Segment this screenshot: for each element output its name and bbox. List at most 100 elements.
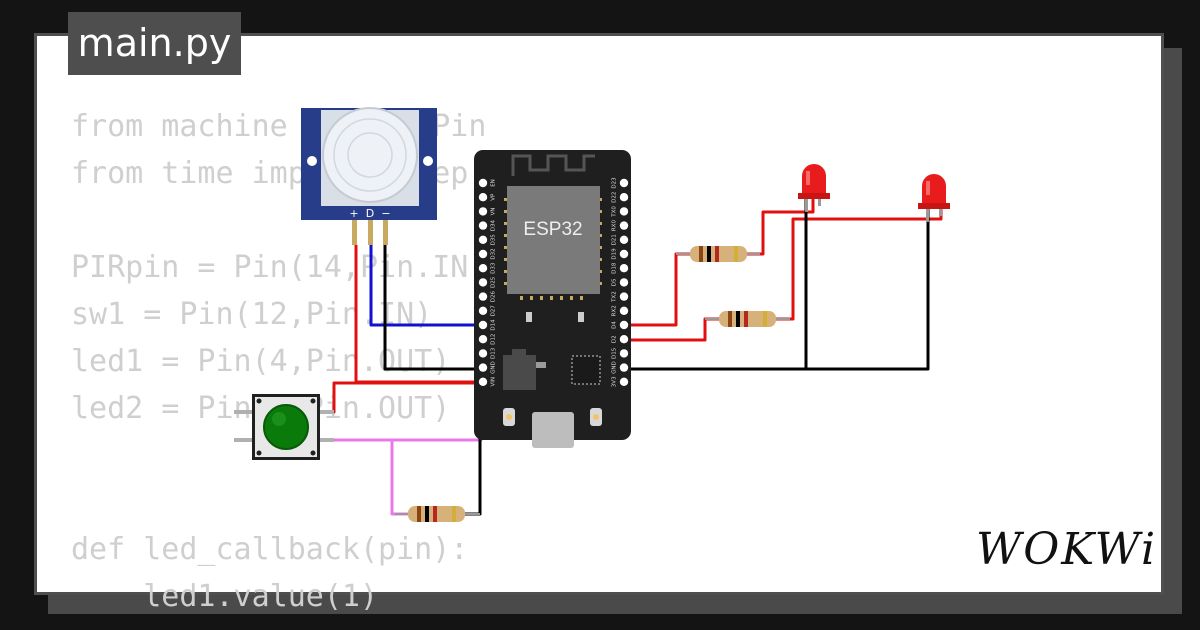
smd-part [526,312,532,322]
pin-label-rx0: RX0 [612,220,618,232]
pin-label-d32: D32 [491,248,497,259]
esp32-board[interactable]: ESP32 ENVPVND34D35D32D33D25D26D27D14D12D… [474,150,631,448]
pin-label-d21: D21 [612,234,618,245]
pin-label-rx2: RX2 [612,305,618,316]
header-pin-hole[interactable] [478,193,488,202]
resistor-led2[interactable] [705,311,790,327]
code-line: def led_callback(pin): [71,532,469,567]
wokwi-logo: WOKWi [976,524,1158,575]
pin-label-d27: D27 [491,305,497,317]
esp32-chip [507,186,600,294]
header-pin-hole[interactable] [619,178,629,188]
pin-label-d15: D15 [612,347,618,359]
pin-label-d23: D23 [612,177,618,189]
wire-red-d4 [626,252,693,327]
pin-label-d35: D35 [491,234,497,246]
pin-label-d34: D34 [491,219,497,231]
header-pin-hole[interactable] [478,221,488,230]
pin-label-vn: VN [491,207,497,215]
pir-pin-label-vcc: + [349,207,358,220]
pin-label-d12: D12 [491,334,497,345]
header-pin-hole[interactable] [619,207,629,216]
file-tab[interactable]: main.py [68,12,241,75]
pin-label-d2: D2 [612,335,618,343]
chip-label: ESP32 [523,219,582,240]
pin-label-d26: D26 [491,290,497,302]
header-pin-hole[interactable] [619,264,629,273]
wire-black-gnd [626,208,930,371]
header-pin-hole[interactable] [619,335,629,344]
wire-pink-resistor [390,440,410,516]
pin-label-gnd: GND [491,361,497,374]
code-line: led1 = Pin(4,Pin.OUT) [71,344,451,379]
pin-label-d5: D5 [612,278,618,286]
pin-label-d25: D25 [491,276,497,288]
pin-label-gnd: GND [612,361,618,374]
header-pin-hole[interactable] [478,306,488,315]
voltage-regulator [503,355,536,390]
header-pin-hole[interactable] [619,235,629,244]
pin-label-d22: D22 [612,192,618,203]
pin-label-en: EN [491,179,497,187]
header-pin-hole[interactable] [478,235,488,244]
header-pin-hole[interactable] [619,221,629,230]
header-pin-hole[interactable] [619,306,629,315]
pir-pin-label-data: D [366,207,374,220]
pir-pin-label-gnd: − [381,207,390,220]
resistor-button[interactable] [395,506,480,522]
code-line: PIRpin = Pin(14,Pin.IN) [71,250,487,285]
header-pin-hole[interactable] [478,249,488,259]
header-pin-hole[interactable] [478,363,488,372]
header-pin-hole[interactable] [619,249,629,259]
pin-label-3v3: 3V3 [612,376,618,387]
pushbutton[interactable] [234,394,334,460]
wire-pink-button [320,340,483,442]
usb-uart-chip [571,355,601,385]
wire-red-pir-vcc [354,245,484,384]
pir-sensor[interactable]: + D − [301,107,437,245]
header-pin-hole[interactable] [478,278,488,287]
header-pin-hole[interactable] [478,178,488,188]
header-pin-hole[interactable] [478,320,488,330]
wire-red-led1 [745,198,815,256]
wire-red-d2 [626,317,722,342]
header-pin-hole[interactable] [619,320,629,330]
antenna-trace [511,154,595,176]
resistor-led1[interactable] [676,246,760,262]
header-pin-hole[interactable] [619,349,629,358]
wire-red-button [320,381,484,414]
pin-label-vin: VIN [491,377,497,387]
pin-label-d33: D33 [491,262,497,274]
wire-blue-pir-data [369,245,484,327]
pin-label-d4: D4 [612,321,618,329]
header-pin-hole[interactable] [478,292,488,301]
header-pin-hole[interactable] [478,207,488,216]
pin-label-vp: VP [491,193,497,201]
code-line: led1.value(1) [71,579,379,614]
header-pin-hole[interactable] [478,335,488,344]
pin-label-d14: D14 [491,319,497,331]
pin-label-tx0: TX0 [612,206,618,218]
header-pin-hole[interactable] [619,377,629,386]
led-1[interactable] [798,164,830,212]
header-pin-hole[interactable] [478,349,488,358]
wire-black-pir-gnd [383,245,484,371]
pin-label-d13: D13 [491,347,497,359]
header-pin-hole[interactable] [619,193,629,202]
pin-label-tx2: TX2 [612,291,618,303]
code-line: led2 = Pin(2,Pin.OUT) [71,391,451,426]
header-pin-hole[interactable] [478,264,488,273]
wire-red-led2 [775,208,943,321]
smd-part [578,312,584,322]
usb-port [532,412,574,448]
header-pin-hole[interactable] [478,377,488,386]
header-pin-hole[interactable] [619,363,629,372]
pin-label-d19: D19 [612,248,618,260]
led-2[interactable] [918,174,950,222]
header-pin-hole[interactable] [619,278,629,287]
pin-label-d18: D18 [612,262,618,274]
header-pin-hole[interactable] [619,292,629,301]
